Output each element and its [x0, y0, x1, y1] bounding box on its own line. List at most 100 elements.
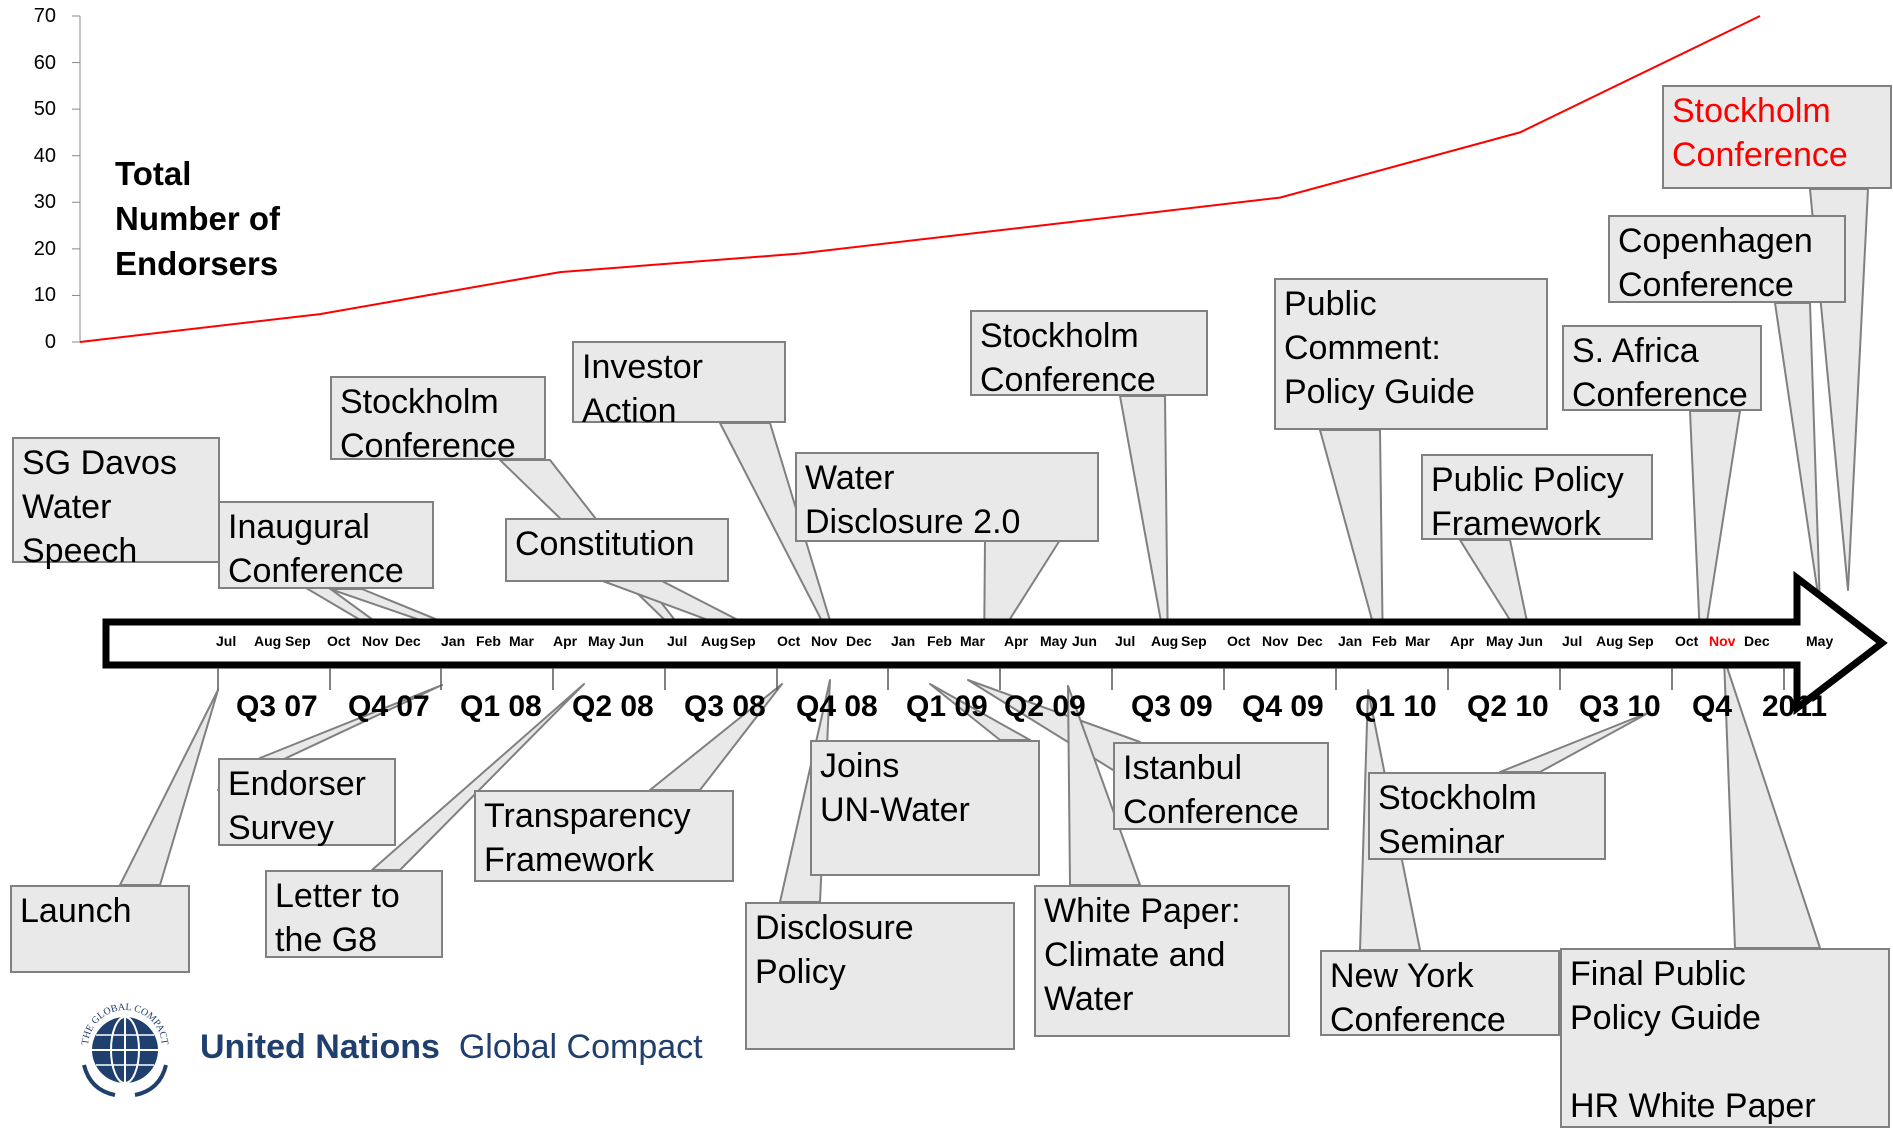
month-label: May — [588, 633, 616, 649]
month-label: Jun — [1518, 633, 1543, 649]
month-label: Sep — [285, 633, 311, 649]
month-label: Nov — [1709, 633, 1736, 649]
month-label: Apr — [1004, 633, 1029, 649]
water-disclosure-callout: Water Disclosure 2.0 — [795, 452, 1099, 542]
chart-title: Total Number of Endorsers — [115, 155, 280, 282]
quarter-label: Q4 — [1692, 690, 1733, 723]
month-label: Aug — [1596, 633, 1624, 649]
month-label: Jul — [216, 633, 237, 649]
logo-wordmark: United Nations Global Compact — [200, 1028, 703, 1066]
stockholm-09-callout: Stockholm Conference — [970, 310, 1208, 399]
month-label: Nov — [362, 633, 389, 649]
month-label: Dec — [395, 633, 421, 649]
month-label: Oct — [777, 633, 801, 649]
month-label: Jul — [1562, 633, 1583, 649]
month-label: Jun — [619, 633, 644, 649]
month-label: Sep — [1628, 633, 1654, 649]
endorser-survey-callout: Endorser Survey — [218, 758, 396, 847]
public-comment-callout-pointer — [1319, 429, 1384, 661]
quarter-label: Q3 07 — [236, 690, 318, 723]
new-york-callout: New York Conference — [1320, 950, 1560, 1039]
month-label: Aug — [1151, 633, 1179, 649]
investor-callout: Investor Action — [572, 341, 786, 430]
constitution-callout: Constitution — [505, 518, 729, 582]
disclosure-policy-callout: Disclosure Policy — [745, 902, 1015, 1050]
final-guide-callout: Final Public Policy Guide HR White Paper — [1560, 948, 1890, 1128]
y-tick-label: 60 — [33, 51, 56, 74]
istanbul-callout: Istanbul Conference — [1113, 742, 1329, 831]
month-label: Feb — [927, 633, 952, 649]
month-label: Oct — [1675, 633, 1699, 649]
quarter-label: Q4 08 — [796, 690, 878, 723]
month-label: Dec — [1744, 633, 1770, 649]
month-label: Feb — [1372, 633, 1397, 649]
joins-un-water-callout: Joins UN-Water — [810, 740, 1040, 876]
quarter-label: Q3 08 — [684, 690, 766, 723]
quarter-label: Q1 08 — [460, 690, 542, 723]
quarter-label: Q2 08 — [572, 690, 654, 723]
month-label: Jul — [667, 633, 688, 649]
month-label: Oct — [1227, 633, 1251, 649]
y-tick-label: 70 — [33, 5, 56, 27]
quarter-label: Q1 10 — [1355, 690, 1437, 723]
transparency-callout: Transparency Framework — [474, 790, 734, 882]
month-label: Jun — [1072, 633, 1097, 649]
y-tick-label: 50 — [33, 98, 56, 121]
month-label: May — [1040, 633, 1068, 649]
y-tick-label: 30 — [33, 191, 56, 214]
quarter-label: Q4 09 — [1242, 690, 1324, 723]
month-label: Jan — [891, 633, 916, 649]
month-label: Jan — [1338, 633, 1363, 649]
s-africa-callout-pointer — [1689, 410, 1741, 661]
global-compact-seal-icon: THE GLOBAL COMPACT — [80, 1002, 170, 1097]
month-label: Dec — [1297, 633, 1323, 649]
letter-g8-callout: Letter to the G8 — [265, 870, 443, 959]
public-policy-callout: Public Policy Framework — [1421, 454, 1653, 543]
launch-callout-pointer — [119, 689, 219, 886]
month-label: Mar — [960, 633, 985, 649]
month-label: Mar — [1405, 633, 1430, 649]
copenhagen-callout-pointer — [1774, 302, 1821, 609]
month-label: Nov — [811, 633, 838, 649]
month-label: Nov — [1262, 633, 1289, 649]
y-tick-label: 10 — [33, 284, 56, 307]
stockholm-seminar-callout: Stockholm Seminar — [1368, 772, 1606, 861]
month-label: Mar — [509, 633, 534, 649]
month-label: Dec — [846, 633, 872, 649]
y-tick-label: 0 — [44, 331, 56, 353]
endorsers-line-chart — [72, 15, 1761, 343]
month-label: Aug — [701, 633, 729, 649]
y-tick-label: 20 — [33, 237, 56, 260]
public-comment-callout: Public Comment: Policy Guide — [1274, 278, 1548, 430]
quarter-label: Q1 09 — [906, 690, 988, 723]
month-label: May — [1806, 633, 1834, 649]
quarter-label: Q4 07 — [348, 690, 430, 723]
month-label: Oct — [327, 633, 351, 649]
month-label: Sep — [1181, 633, 1207, 649]
month-label: Apr — [553, 633, 578, 649]
copenhagen-callout: Copenhagen Conference — [1608, 215, 1846, 304]
month-label: Sep — [730, 633, 756, 649]
timeline-arrow — [102, 570, 1888, 716]
sg-davos-callout: SG Davos Water Speech — [12, 437, 220, 570]
endorsers-series-line — [79, 15, 1761, 343]
month-label: Feb — [476, 633, 501, 649]
month-label: Jan — [441, 633, 466, 649]
month-label: Aug — [254, 633, 282, 649]
y-tick-label: 40 — [33, 144, 56, 167]
inaugural-callout: Inaugural Conference — [218, 501, 434, 590]
quarter-label: Q2 10 — [1467, 690, 1549, 723]
quarter-label: Q2 09 — [1004, 690, 1086, 723]
s-africa-callout: S. Africa Conference — [1562, 325, 1762, 414]
white-paper-callout: White Paper: Climate and Water — [1034, 885, 1290, 1037]
quarter-label: Q3 10 — [1579, 690, 1661, 723]
stockholm-11-callout: Stockholm Conference — [1662, 85, 1892, 189]
stockholm-08-callout: Stockholm Conference — [330, 376, 546, 465]
month-label: Jul — [1115, 633, 1136, 649]
month-label: May — [1486, 633, 1514, 649]
quarter-label: Q3 09 — [1131, 690, 1213, 723]
month-label: Apr — [1450, 633, 1475, 649]
launch-callout: Launch — [10, 885, 190, 973]
quarter-label: 2011 — [1762, 690, 1828, 723]
